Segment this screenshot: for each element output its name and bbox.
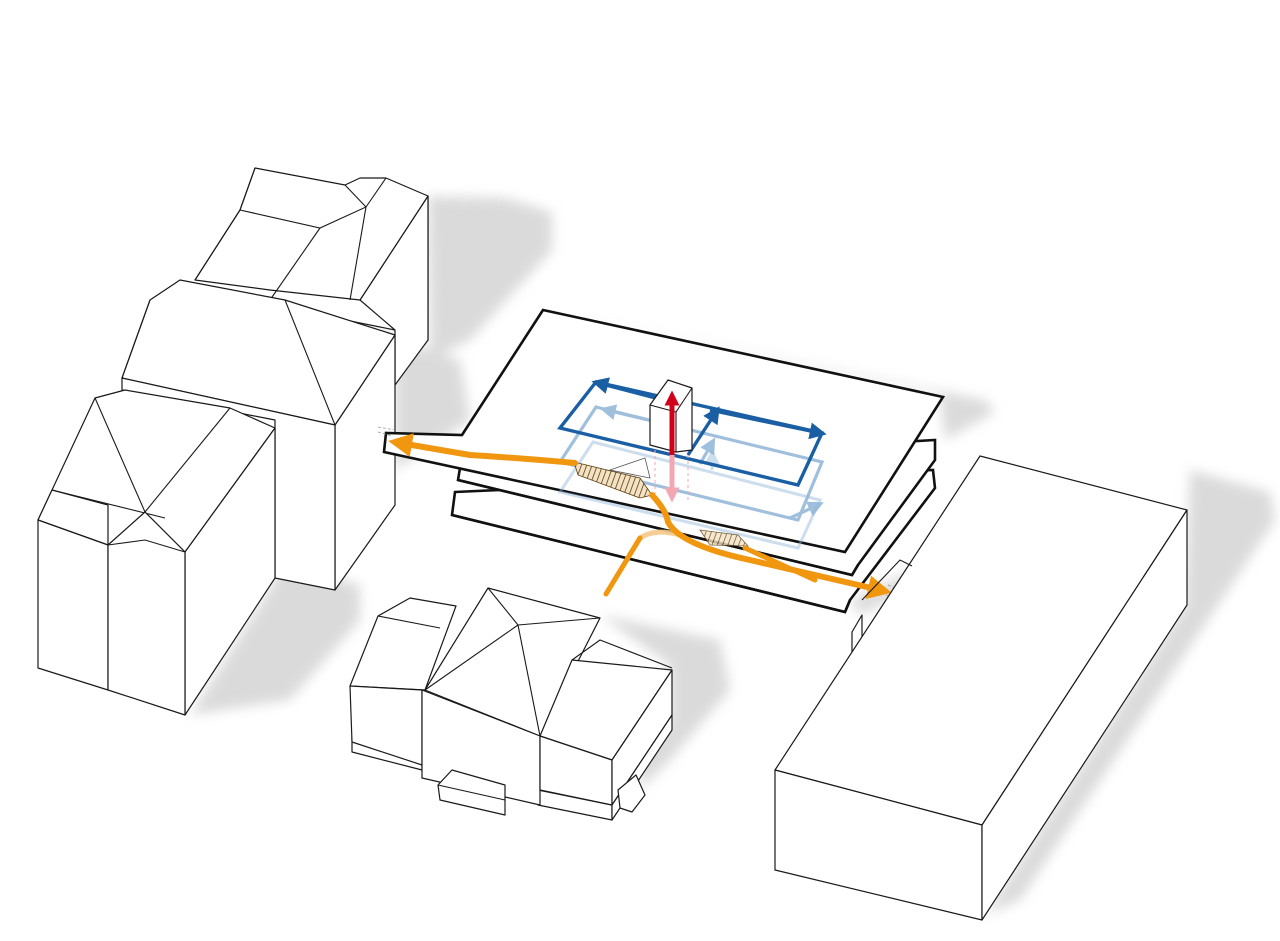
horizontal-circulation-level-3 (557, 440, 823, 550)
building-center-house (349, 587, 673, 821)
route-main-left (388, 433, 578, 466)
building-left-rear (194, 167, 429, 386)
pedestrian-route (388, 433, 892, 599)
route-parallel (742, 545, 818, 583)
route-entry (603, 535, 643, 597)
route-main-right (649, 492, 892, 599)
building-right-block (774, 455, 1188, 921)
building-left-front (37, 279, 396, 716)
shadow-house (600, 615, 730, 790)
shadow-left-lower (190, 560, 360, 715)
stair (573, 457, 749, 547)
stair-lower (699, 529, 749, 547)
shadow-left-rear (428, 196, 552, 360)
shadow-slab (545, 312, 995, 440)
